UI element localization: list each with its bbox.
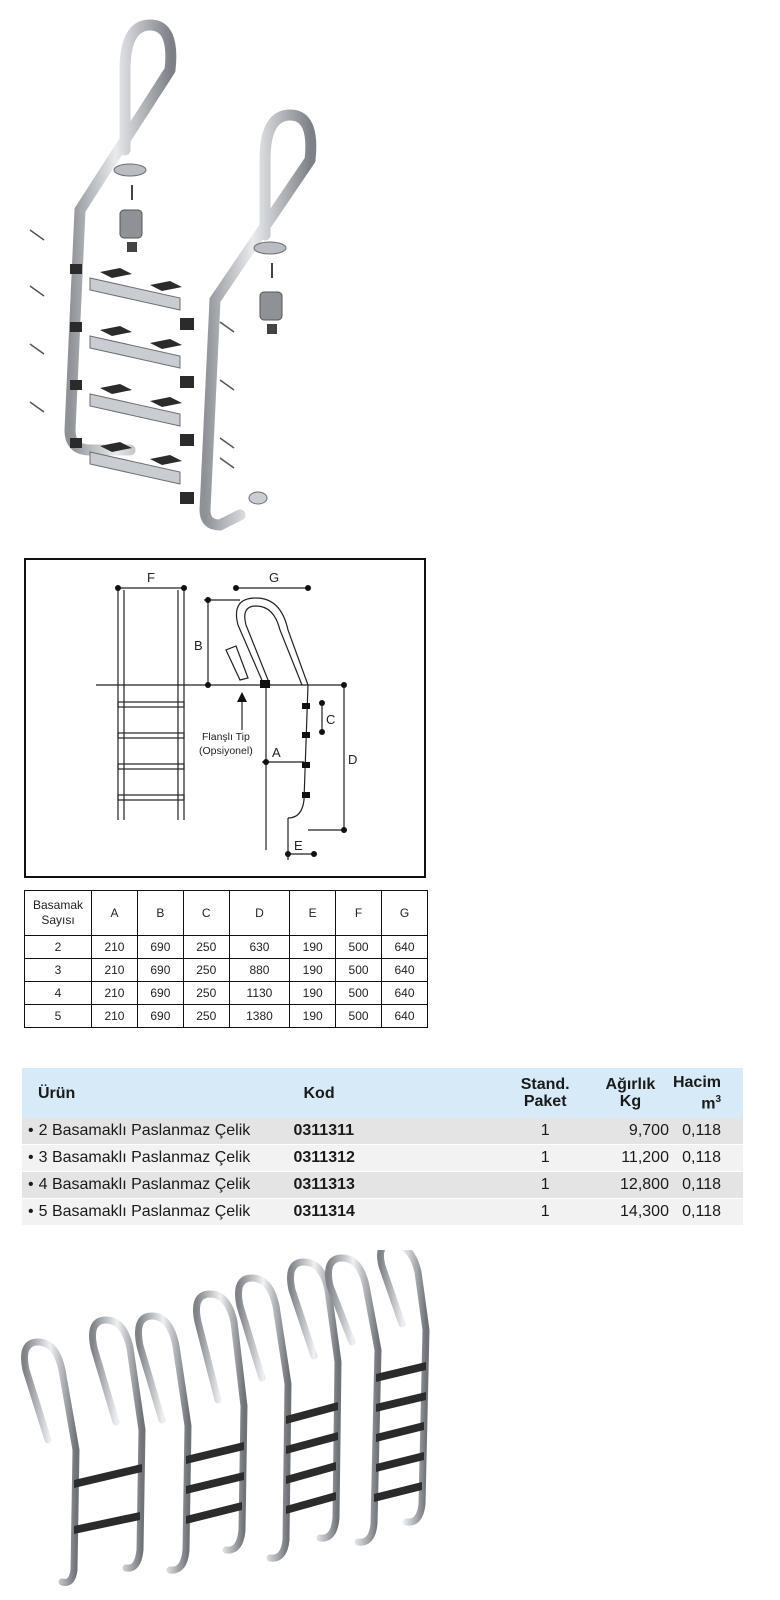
header-code: Kod: [293, 1068, 499, 1118]
dimension-table: Basamak Sayısı A B C D E F G 2 210 690 2…: [24, 890, 428, 1028]
table-row: 4 210 690 250 1130 190 500 640: [24, 981, 428, 1005]
label-g: G: [269, 570, 279, 585]
left-anchor-set: [113, 163, 147, 252]
label-f: F: [147, 570, 155, 585]
product-weight: 14,300: [591, 1198, 673, 1226]
flange-note-line2: (Opsiyonel): [199, 745, 253, 757]
end-cap: [248, 491, 268, 505]
table-row: •4 Basamaklı Paslanmaz Çelik 0311313 1 1…: [22, 1171, 743, 1199]
product-package: 1: [498, 1144, 592, 1172]
product-name: 3 Basamaklı Paslanmaz Çelik: [38, 1149, 251, 1166]
table-row: 2 210 690 250 630 190 500 640: [24, 935, 428, 959]
right-anchor-set: [253, 241, 287, 334]
screws: [29, 229, 235, 469]
product-code: 0311314: [293, 1198, 499, 1226]
product-package: 1: [498, 1198, 592, 1226]
header-weight: Ağırlık Kg: [591, 1068, 673, 1118]
header-e: E: [289, 890, 337, 936]
table-row: 3 210 690 250 880 190 500 640: [24, 958, 428, 982]
label-d: D: [348, 752, 357, 767]
header-c: C: [182, 890, 230, 936]
product-code: 0311313: [293, 1171, 499, 1199]
product-volume: 0,118: [672, 1198, 743, 1226]
header-f: F: [335, 890, 383, 936]
label-c: C: [326, 712, 335, 727]
product-volume: 0,118: [672, 1171, 743, 1199]
product-code: 0311312: [293, 1144, 499, 1172]
product-code: 0311311: [293, 1118, 499, 1145]
ladder-lineup-illustration: [21, 1250, 430, 1586]
step-treads: [70, 264, 194, 504]
header-b: B: [136, 890, 184, 936]
dimension-drawing: F G B C D A E Flanşlı Tip (Opsiyonel): [24, 558, 426, 878]
label-a: A: [272, 745, 281, 760]
flange-note-line1: Flanşlı Tip: [202, 731, 250, 743]
header-volume: Hacim m3: [672, 1068, 743, 1118]
product-volume: 0,118: [672, 1144, 743, 1172]
product-name: 4 Basamaklı Paslanmaz Çelik: [38, 1176, 251, 1193]
exploded-ladder-illustration: [29, 19, 317, 531]
right-handrail: [199, 109, 317, 531]
product-volume: 0,118: [672, 1118, 743, 1145]
label-b: B: [194, 638, 203, 653]
product-weight: 9,700: [591, 1118, 673, 1145]
label-e: E: [294, 838, 303, 853]
table-row: 5 210 690 250 1380 190 500 640: [24, 1004, 428, 1028]
header-d: D: [228, 890, 291, 936]
header-package: Stand. Paket: [498, 1068, 592, 1118]
table-row: •2 Basamaklı Paslanmaz Çelik 0311311 1 9…: [22, 1118, 743, 1145]
table-row: •5 Basamaklı Paslanmaz Çelik 0311314 1 1…: [22, 1198, 743, 1226]
product-name: 2 Basamaklı Paslanmaz Çelik: [38, 1122, 251, 1139]
product-name: 5 Basamaklı Paslanmaz Çelik: [38, 1203, 251, 1220]
product-table: Ürün Kod Stand. Paket Ağırlık Kg Hacim m…: [22, 1068, 743, 1226]
product-weight: 11,200: [591, 1144, 673, 1172]
header-g: G: [381, 890, 428, 936]
product-package: 1: [498, 1118, 592, 1145]
product-weight: 12,800: [591, 1171, 673, 1199]
header-steps: Basamak Sayısı: [24, 890, 92, 936]
header-product: Ürün: [22, 1068, 294, 1118]
product-package: 1: [498, 1171, 592, 1199]
header-a: A: [91, 890, 138, 936]
table-row: •3 Basamaklı Paslanmaz Çelik 0311312 1 1…: [22, 1144, 743, 1172]
